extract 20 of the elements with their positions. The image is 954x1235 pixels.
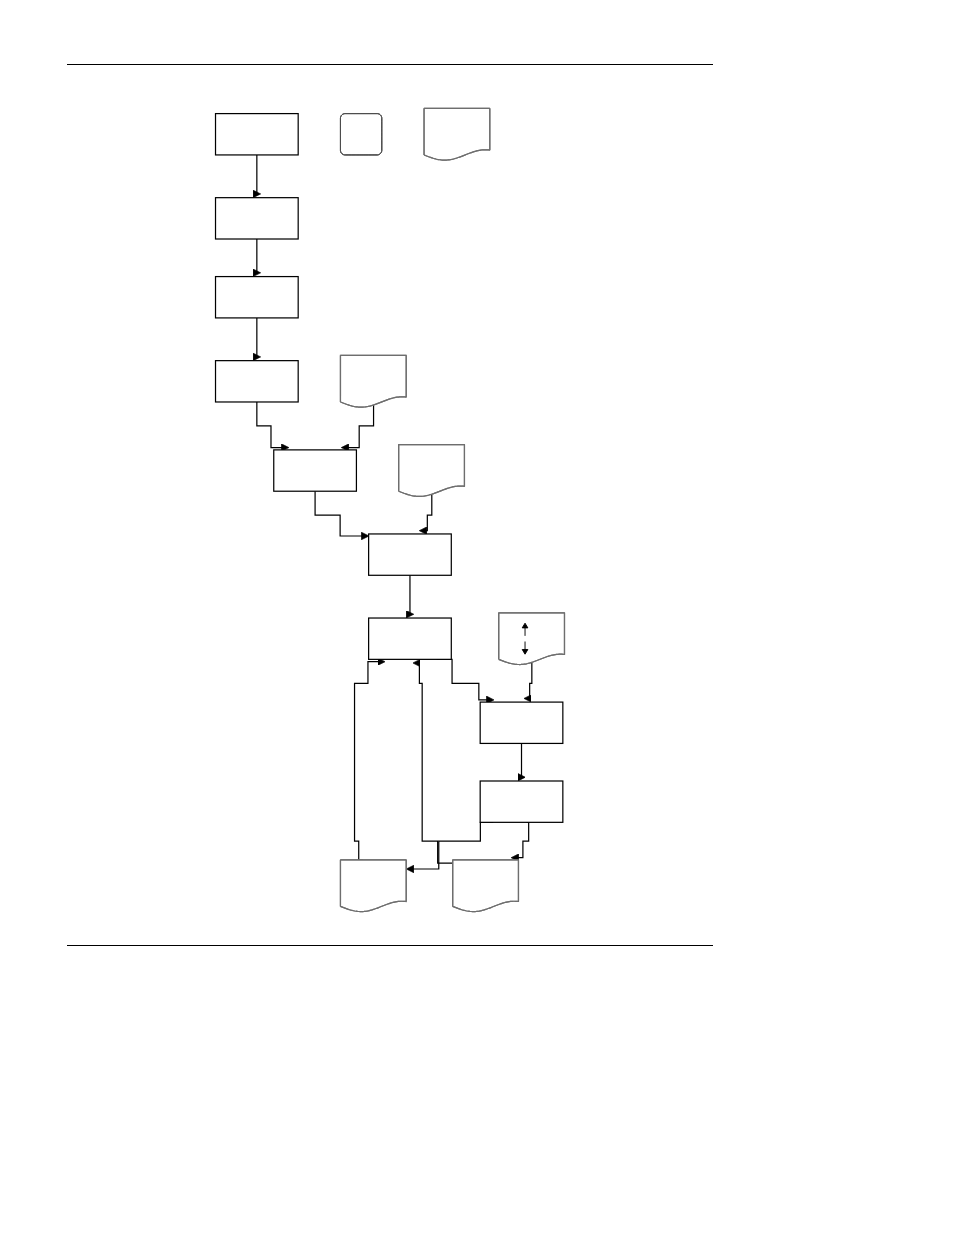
node-box	[368, 617, 452, 660]
arrow	[340, 404, 375, 452]
arrow	[523, 662, 533, 703]
arrow	[405, 574, 415, 619]
arrow	[517, 742, 526, 782]
arrow	[412, 658, 454, 864]
node-box	[368, 533, 452, 576]
node-box	[479, 701, 564, 745]
arrow	[252, 317, 261, 361]
node-box	[479, 780, 564, 823]
node-box	[214, 113, 299, 156]
arrow	[252, 154, 261, 199]
node-box	[214, 197, 299, 240]
arrow	[252, 238, 261, 277]
arrow	[256, 401, 290, 452]
node-box	[214, 360, 299, 403]
arrow	[418, 494, 433, 535]
node-box	[273, 449, 358, 492]
arrow	[510, 821, 530, 862]
node-box	[214, 275, 299, 319]
